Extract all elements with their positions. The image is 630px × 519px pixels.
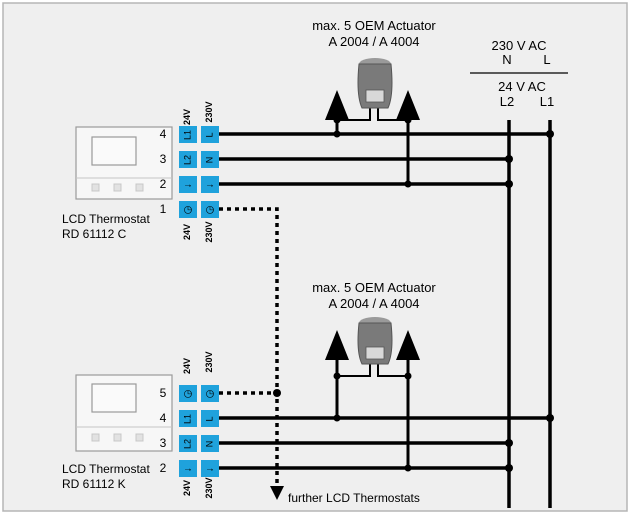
thermostat-bottom-name: LCD Thermostat [62, 462, 150, 476]
actuator-top-line1: max. 5 OEM Actuator [312, 18, 436, 33]
thermostat-top-model: RD 61112 C [62, 227, 127, 241]
thermostat-top-button [135, 183, 144, 192]
thermostat-bottom-display [91, 383, 137, 413]
supply-24v-label: 24 V AC [498, 79, 546, 94]
terminal-label: ◷ [184, 389, 193, 400]
terminal-row: 5 ◷ ◷ [160, 385, 219, 402]
terminal-label: N [204, 441, 214, 448]
supply-230v-label: 230 V AC [492, 38, 547, 53]
terminal-col-24v: 24V [182, 480, 192, 496]
terminal-number: 2 [160, 461, 167, 475]
supply-l2-label: L2 [500, 94, 514, 109]
supply-l-label: L [543, 52, 550, 67]
actuator-bottom-line2: A 2004 / A 4004 [328, 296, 419, 311]
terminal-row: 3 L2 N [160, 151, 219, 168]
terminal-label: L2 [182, 155, 192, 165]
terminal-col-24v: 24V [182, 358, 192, 374]
terminal-col-230v: 230V [204, 351, 214, 372]
terminal-col-230v: 230V [204, 477, 214, 498]
terminal-label: ◷ [206, 205, 215, 216]
thermostat-top: LCD Thermostat RD 61112 C 24V 230V 24V 2… [62, 101, 219, 243]
further-arrow [270, 486, 284, 500]
thermostat-bottom-button [135, 433, 144, 442]
terminal-col-230v: 230V [204, 221, 214, 242]
terminal-label: → [205, 464, 215, 475]
terminal-col-24v: 24V [182, 224, 192, 240]
terminal-number: 2 [160, 177, 167, 191]
wiring-top [219, 90, 554, 500]
thermostat-top-name: LCD Thermostat [62, 212, 150, 226]
terminal-col-24v: 24V [182, 109, 192, 125]
supply-l1-label: L1 [540, 94, 554, 109]
terminal-number: 3 [160, 152, 167, 166]
terminal-label: L2 [182, 439, 192, 449]
terminal-row: 3 L2 N [160, 435, 219, 452]
actuator-top: max. 5 OEM Actuator A 2004 / A 4004 [312, 18, 436, 109]
thermostat-top-button [91, 183, 100, 192]
supply-header: 230 V AC N L 24 V AC L2 L1 [470, 38, 568, 109]
thermostat-top-display [91, 136, 137, 166]
thermostat-top-button [113, 183, 122, 192]
terminal-label: ◷ [184, 205, 193, 216]
further-thermostats-label: further LCD Thermostats [288, 491, 420, 505]
thermostat-bottom: LCD Thermostat RD 61112 K 24V 230V 24V 2… [62, 351, 219, 499]
terminal-label: ◷ [206, 389, 215, 400]
terminal-label: L [204, 416, 214, 421]
terminal-number: 5 [160, 386, 167, 400]
terminal-col-230v: 230V [204, 101, 214, 122]
terminal-label: L [204, 132, 214, 137]
terminal-label: L1 [182, 414, 192, 424]
thermostat-bottom-model: RD 61112 K [62, 477, 126, 491]
terminal-row: 2 → → [160, 176, 219, 193]
thermostat-bottom-button [91, 433, 100, 442]
wiring-bottom [219, 330, 554, 472]
terminal-number: 4 [160, 411, 167, 425]
terminal-row: 2 → → [160, 460, 219, 477]
terminal-number: 1 [160, 202, 167, 216]
actuator-bottom: max. 5 OEM Actuator A 2004 / A 4004 [312, 280, 436, 365]
terminal-label: → [183, 180, 193, 191]
terminal-label: N [204, 157, 214, 164]
supply-n-label: N [502, 52, 511, 67]
actuator-top-line2: A 2004 / A 4004 [328, 34, 419, 49]
terminal-number: 4 [160, 127, 167, 141]
thermostat-bottom-button [113, 433, 122, 442]
terminal-row: 1 ◷ ◷ [160, 201, 219, 218]
terminal-row: 4 L1 L [160, 126, 219, 143]
terminal-label: L1 [182, 130, 192, 140]
terminal-number: 3 [160, 436, 167, 450]
terminal-label: → [205, 180, 215, 191]
terminal-row: 4 L1 L [160, 410, 219, 427]
terminal-label: → [183, 464, 193, 475]
actuator-bottom-line1: max. 5 OEM Actuator [312, 280, 436, 295]
